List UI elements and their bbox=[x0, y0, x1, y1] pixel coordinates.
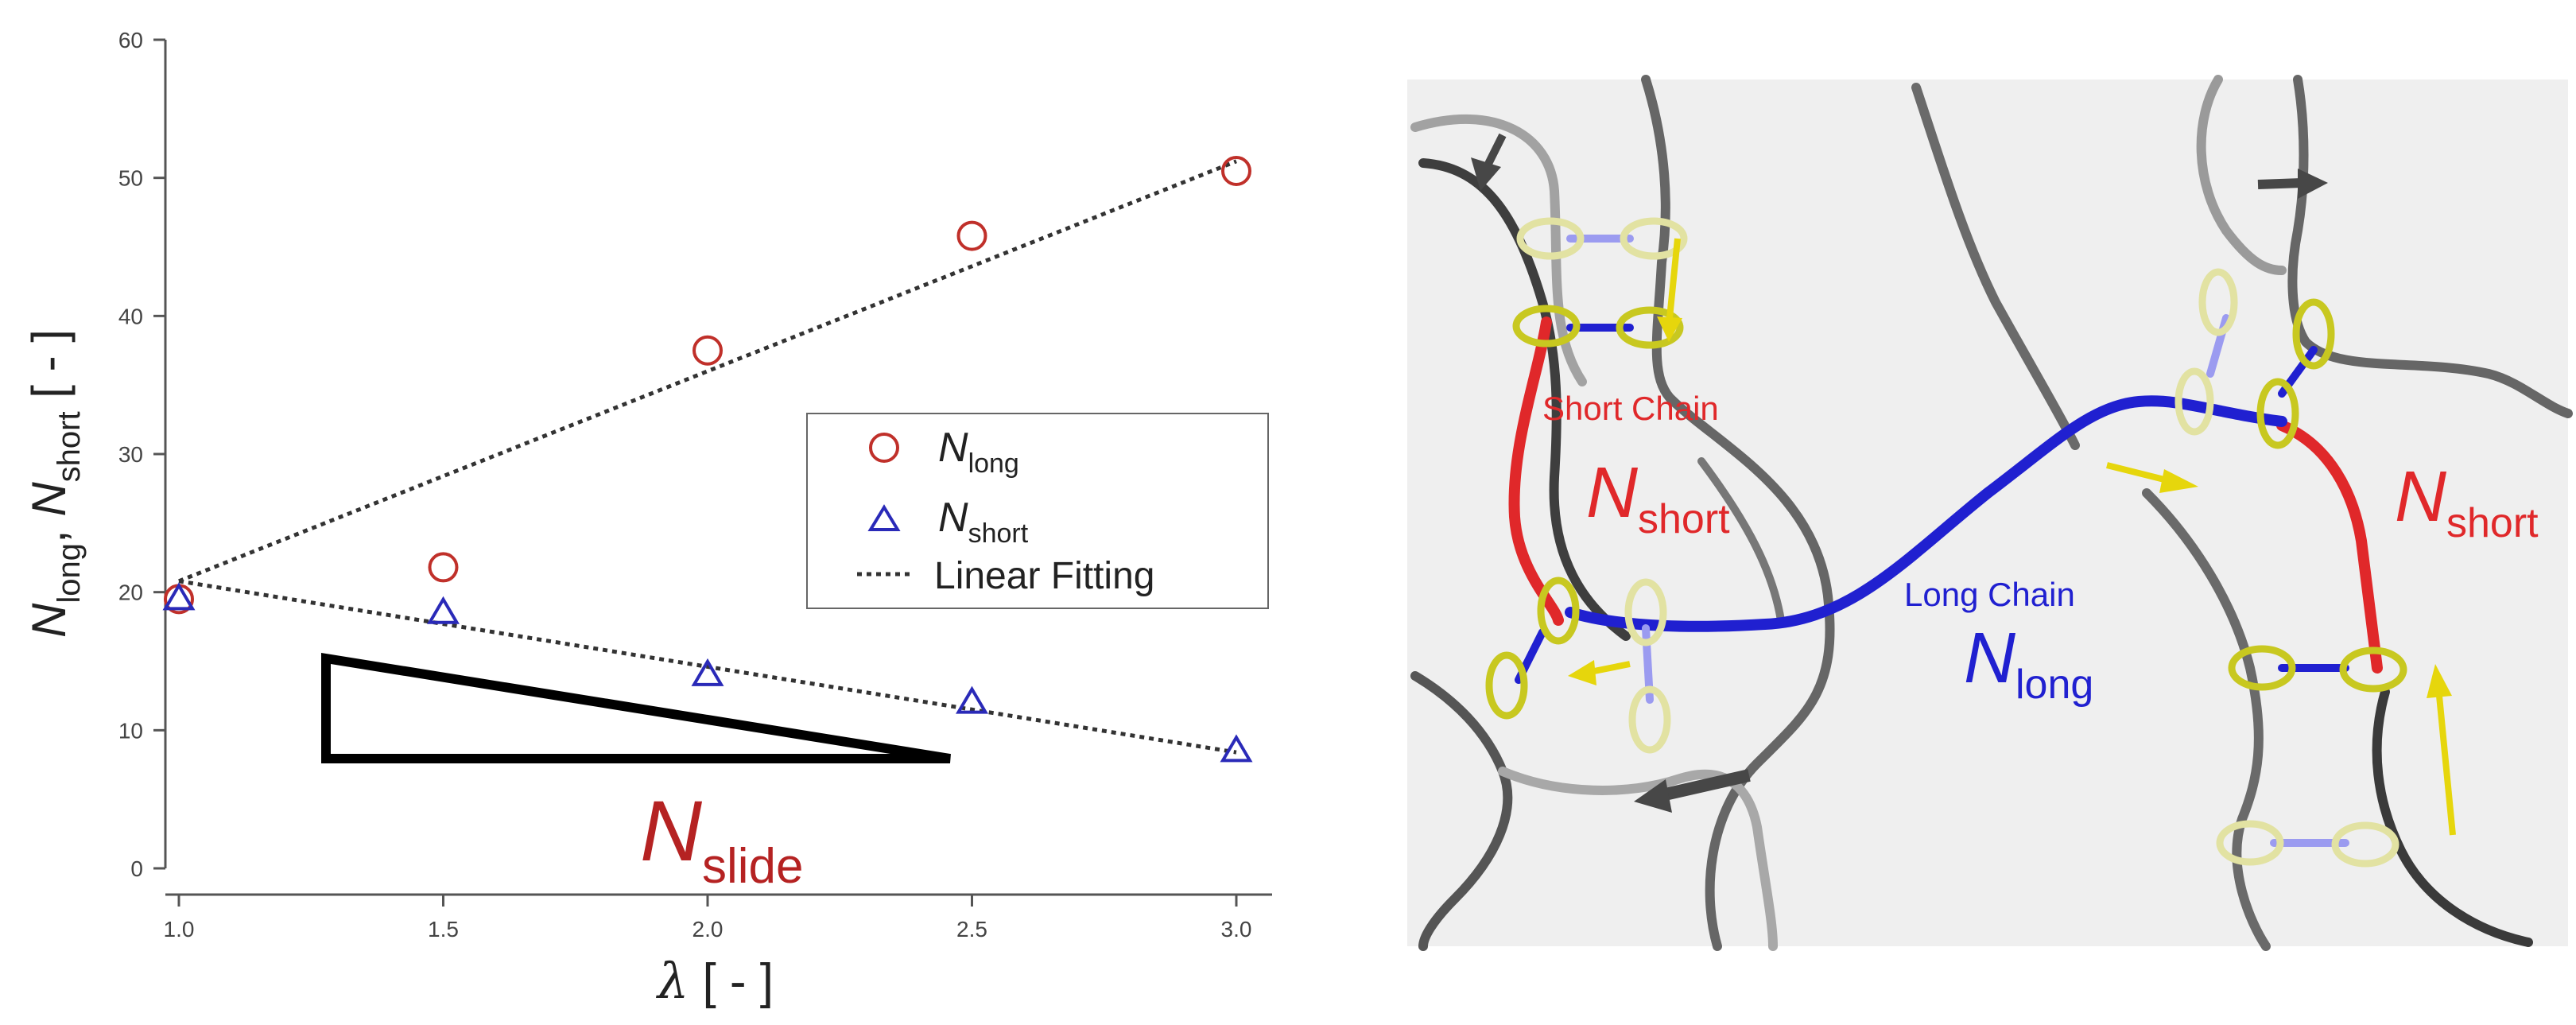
strand bbox=[1418, 158, 1631, 641]
strand bbox=[2196, 75, 2287, 275]
ring bbox=[2216, 820, 2284, 866]
point-short bbox=[956, 685, 988, 714]
point-long bbox=[428, 552, 459, 583]
strand bbox=[1911, 83, 2080, 450]
arrow-dark-head bbox=[2298, 169, 2328, 199]
arrow-dark-head bbox=[1471, 157, 1501, 191]
legend-box bbox=[806, 413, 1269, 609]
slope-triangle bbox=[321, 652, 951, 763]
short-chain-right bbox=[2276, 420, 2383, 674]
arrow-yellow bbox=[1666, 238, 1681, 319]
short-chain-label: Short Chain bbox=[1542, 390, 1719, 427]
x-tick-label: 3.0 bbox=[1221, 917, 1252, 942]
ring bbox=[2174, 367, 2214, 436]
arrow-dark bbox=[1660, 769, 1751, 802]
slide-rings bbox=[1485, 217, 2407, 868]
arrow-yellow-head bbox=[1568, 660, 1596, 685]
arrow-dark-head bbox=[1634, 779, 1672, 813]
ring bbox=[2228, 645, 2296, 691]
legend: Nlong Nshort Linear Fitting bbox=[806, 413, 1269, 609]
diagram-panel bbox=[1407, 80, 2568, 946]
arrow-yellow-head bbox=[1657, 316, 1682, 342]
y-tick-label: 0 bbox=[130, 856, 143, 881]
arrow-yellow-head bbox=[2427, 664, 2452, 698]
fit-line bbox=[178, 159, 1237, 584]
ring bbox=[1620, 217, 1688, 260]
x-ticks: 1.0 1.5 2.0 2.5 3.0 bbox=[164, 895, 1252, 942]
point-long bbox=[956, 220, 987, 251]
ring bbox=[1485, 651, 1528, 720]
y-tick-label: 10 bbox=[118, 718, 143, 743]
motion-arrows bbox=[1471, 133, 2456, 836]
arrow-yellow bbox=[1589, 661, 1631, 675]
x-tick-label: 1.0 bbox=[164, 917, 195, 942]
ring bbox=[1512, 305, 1581, 347]
ring bbox=[2198, 268, 2238, 336]
arrow-yellow bbox=[2436, 695, 2456, 836]
y-axis-label: Nlong, Nshort [ - ] bbox=[22, 329, 87, 638]
legend-marker-short bbox=[867, 504, 901, 531]
x-tick-label: 1.5 bbox=[428, 917, 459, 942]
arrow-yellow bbox=[2106, 462, 2171, 484]
x-tick-label: 2.5 bbox=[956, 917, 987, 942]
ring bbox=[2256, 378, 2299, 449]
n-long: Nlong bbox=[1964, 619, 2093, 708]
ring bbox=[2292, 298, 2335, 370]
legend-label-short: Nshort bbox=[938, 495, 1029, 549]
ring bbox=[1516, 217, 1585, 260]
strand bbox=[1410, 115, 1587, 386]
x-tick-label: 2.0 bbox=[692, 917, 724, 942]
chain-diagram: Short Chain Nshort Long Chain Nlong Nsho… bbox=[1407, 75, 2573, 951]
ring bbox=[1537, 577, 1580, 645]
data-points bbox=[162, 155, 1253, 763]
strand bbox=[1410, 671, 1513, 951]
ring bbox=[2339, 646, 2407, 693]
arrow-dark bbox=[2257, 178, 2302, 189]
n-short-left: Nshort bbox=[1586, 453, 1730, 542]
ring bbox=[2331, 821, 2399, 868]
point-short bbox=[427, 596, 460, 624]
y-tick-label: 40 bbox=[118, 304, 143, 328]
legend-label-long: Nlong bbox=[938, 425, 1019, 479]
point-short bbox=[1220, 734, 1253, 763]
legend-label-fit: Linear Fitting bbox=[934, 555, 1154, 597]
ring bbox=[1628, 685, 1671, 754]
scatter-chart: 0 10 20 30 40 50 60 1.0 1.5 2.0 2.5 3.0 Nslide Nlo… bbox=[22, 28, 1272, 1010]
legend-marker-long bbox=[869, 433, 899, 463]
n-short-right: Nshort bbox=[2395, 457, 2539, 546]
arrow-dark bbox=[1483, 133, 1507, 169]
y-ticks: 0 10 20 30 40 50 60 bbox=[118, 28, 165, 881]
y-tick-label: 30 bbox=[118, 442, 143, 467]
y-tick-label: 20 bbox=[118, 580, 143, 605]
point-long bbox=[692, 335, 723, 366]
slope-annotation: Nslide bbox=[640, 782, 804, 894]
strand bbox=[2372, 687, 2533, 947]
fit-line bbox=[178, 579, 1237, 755]
y-tick-label: 60 bbox=[118, 28, 143, 52]
x-axis-label: λ [ - ] bbox=[655, 952, 774, 1010]
arrow-yellow-head bbox=[2159, 469, 2198, 493]
ring bbox=[1624, 578, 1667, 646]
point-short bbox=[691, 658, 724, 686]
ring bbox=[1616, 306, 1684, 349]
linear-fit-lines bbox=[178, 159, 1237, 755]
strand bbox=[1697, 457, 1785, 624]
point-short bbox=[162, 582, 196, 611]
point-long bbox=[1221, 155, 1251, 186]
strand bbox=[2142, 488, 2271, 951]
long-chain bbox=[1565, 395, 2287, 632]
long-chain-label: Long Chain bbox=[1904, 576, 2075, 613]
y-tick-label: 50 bbox=[118, 166, 143, 191]
